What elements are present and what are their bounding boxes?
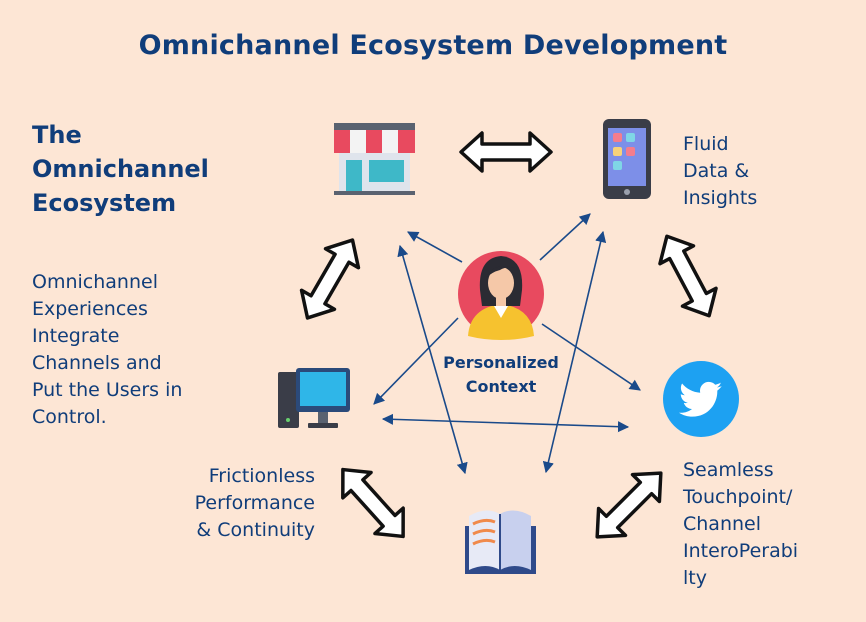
ecosystem-heading: The Omnichannel Ecosystem xyxy=(32,118,209,220)
connector-arrow xyxy=(397,244,468,475)
heading-line: The xyxy=(32,121,82,149)
ecosystem-description: Omnichannel Experiences Integrate Channe… xyxy=(32,269,182,431)
label-line: Seamless xyxy=(683,459,774,481)
label-line: Data & xyxy=(683,160,750,182)
fluid-data-label: Fluid Data & Insights xyxy=(683,131,757,212)
frictionless-label: Frictionless Performance & Continuity xyxy=(140,463,315,544)
description-line: Channels and xyxy=(32,352,162,374)
double-arrow-outline xyxy=(459,131,553,173)
connector-arrow xyxy=(381,413,630,433)
desktop-computer-icon xyxy=(278,368,350,428)
open-book-icon xyxy=(465,510,536,574)
connector-arrow xyxy=(539,213,591,261)
twitter-icon xyxy=(663,361,739,437)
double-arrow-outline xyxy=(658,234,718,318)
double-arrow-outline xyxy=(299,238,361,320)
double-arrow-outline xyxy=(595,471,663,539)
label-line: Touchpoint/ xyxy=(683,486,793,508)
page-title: Omnichannel Ecosystem Development xyxy=(138,30,728,61)
description-line: Experiences xyxy=(32,298,148,320)
description-line: Omnichannel xyxy=(32,271,158,293)
label-line: Insights xyxy=(683,187,758,209)
center-label-line: Context xyxy=(465,377,537,396)
description-line: Integrate xyxy=(32,325,120,347)
label-line: lty xyxy=(683,567,707,589)
seamless-label: Seamless Touchpoint/ Channel InteroPerab… xyxy=(683,457,798,592)
center-label-line: Personalized xyxy=(443,353,559,372)
description-line: Put the Users in xyxy=(32,379,183,401)
label-line: Fluid xyxy=(683,133,729,155)
connector-arrow xyxy=(542,230,607,474)
label-line: Performance xyxy=(194,492,315,514)
description-line: Control. xyxy=(32,406,107,428)
storefront-icon xyxy=(334,123,415,195)
label-line: Channel xyxy=(683,513,762,535)
heading-line: Ecosystem xyxy=(32,189,177,217)
label-line: Frictionless xyxy=(208,465,315,487)
label-line: & Continuity xyxy=(196,519,315,541)
connector-arrow xyxy=(407,231,463,263)
center-label: Personalized Context xyxy=(428,351,574,399)
double-arrow-outline xyxy=(341,467,405,539)
label-line: InteroPerabi xyxy=(683,540,799,562)
smartphone-icon xyxy=(603,119,651,199)
woman-avatar-icon xyxy=(458,251,544,340)
heading-line: Omnichannel xyxy=(32,155,209,183)
